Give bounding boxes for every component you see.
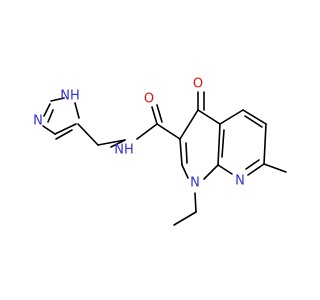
bond-c8a-c4a-inner <box>221 129 225 158</box>
atom-label-layer: NH N NH O O N N <box>33 77 245 191</box>
bond-n8-c8a <box>217 164 233 175</box>
bond-c5-c6 <box>242 109 267 125</box>
bond-c7-n8 <box>247 163 265 176</box>
bond-imid-n1-c5 <box>74 102 80 119</box>
bond-imid-c4-n3 <box>42 125 56 135</box>
atom-label-imidazole-nh: NH <box>60 89 80 104</box>
chemical-structure-diagram: NH N NH O O N N <box>33 77 287 226</box>
bond-c5-c6-double <box>244 115 263 128</box>
atom-label-ring-n8: N <box>235 174 245 189</box>
atom-label-amide-o: O <box>144 92 154 107</box>
atom-label-ketone-o: O <box>193 77 203 92</box>
bond-linker-1 <box>77 123 99 146</box>
bond-linker-3 <box>110 139 126 148</box>
bond-c4a-c4 <box>197 109 221 125</box>
bond-amide-c-c3 <box>156 123 181 140</box>
bond-linker-2 <box>97 139 126 146</box>
bond-c4-c3 <box>179 109 199 140</box>
atom-label-ring-n1: N <box>190 176 200 191</box>
bond-c7-n8-double <box>245 159 260 170</box>
atom-label-amide-nh: NH <box>114 143 134 158</box>
bond-amide-c-o-double <box>156 104 163 123</box>
bond-c3-c2-double <box>185 142 188 164</box>
bond-imid-c4-c5-double <box>55 129 73 140</box>
bond-amide-n-c <box>136 123 158 140</box>
bond-c8a-c4a <box>217 123 221 166</box>
bond-c7-methyl <box>263 163 287 173</box>
bond-n1-ethyl-2 <box>173 211 197 226</box>
bond-c6-c7 <box>263 123 267 165</box>
bond-imid-c4-c5 <box>54 123 77 135</box>
bond-c3-c2 <box>179 138 183 166</box>
bond-amide-c-o <box>151 106 158 125</box>
bond-layer <box>42 91 287 226</box>
bond-imid-n3-c2-double <box>47 109 54 123</box>
atom-label-imidazole-n: N <box>33 114 43 129</box>
bond-c2-n1 <box>181 164 189 179</box>
bond-imid-c2-n1 <box>50 97 65 102</box>
bond-c4a-c5 <box>219 109 244 125</box>
bond-n1-c8a <box>203 164 219 180</box>
bond-n1-ethyl-1 <box>194 192 197 213</box>
bond-imid-n3-c2 <box>43 103 51 117</box>
